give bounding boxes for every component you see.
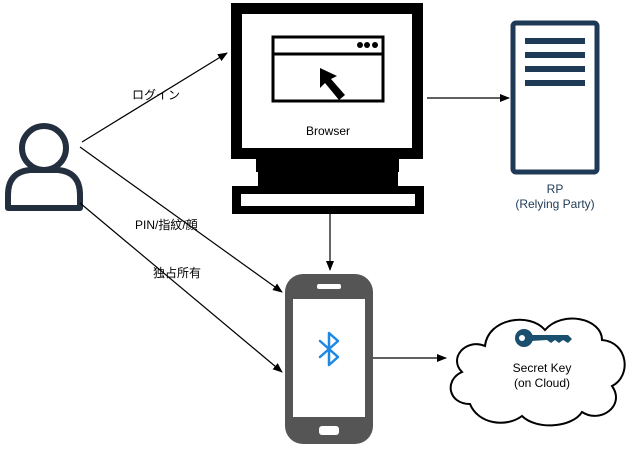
edge-user-to-browser xyxy=(81,52,228,143)
user-icon xyxy=(5,123,83,211)
secret-key-label: Secret Key xyxy=(512,361,572,375)
edge-user-to-phone-auth xyxy=(79,146,283,293)
server-icon xyxy=(510,20,600,175)
edge-label-login: ログイン xyxy=(132,88,181,102)
edges xyxy=(79,52,510,373)
bluetooth-icon xyxy=(318,331,340,367)
edge-user-to-phone-possession xyxy=(79,202,283,373)
monitor-icon xyxy=(231,3,424,214)
cursor-icon xyxy=(320,68,345,100)
browser-window-icon xyxy=(271,35,385,103)
secret-key-sublabel: (on Cloud) xyxy=(513,376,571,390)
key-icon xyxy=(515,329,572,347)
rp-sublabel: (Relying Party) xyxy=(515,197,595,211)
edge-label-possession: 独占所有 xyxy=(153,266,202,280)
browser-label: Browser xyxy=(305,124,351,138)
cloud-icon xyxy=(449,317,626,427)
rp-label: RP xyxy=(546,182,564,196)
edge-label-auth: PIN/指紋/顔 xyxy=(135,218,198,232)
